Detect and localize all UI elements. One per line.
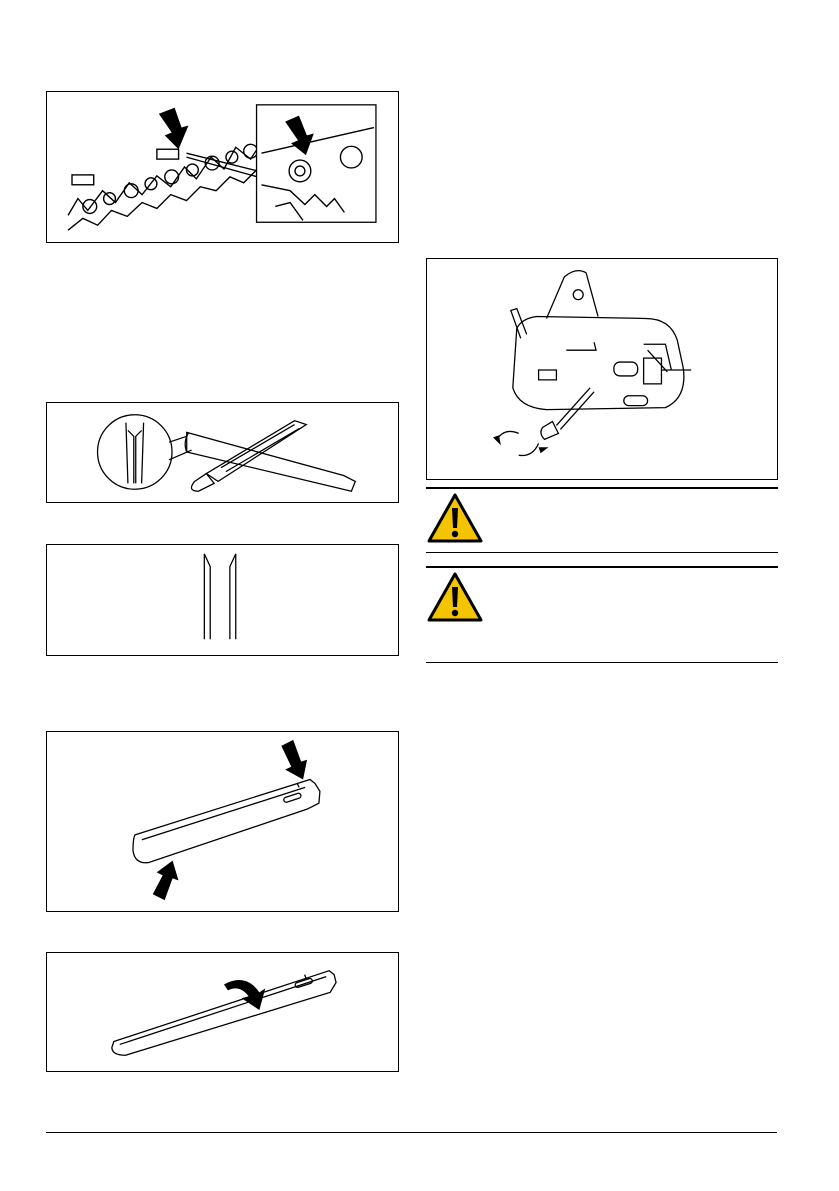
bar-file-illustration [47, 403, 398, 502]
chain-arrow-illustration [47, 92, 398, 242]
warning-rule-top [426, 566, 778, 568]
guide-bar-arrows-illustration [47, 732, 398, 911]
guide-bar-rotate-illustration [47, 953, 398, 1071]
figure-oil-pump-adjust [426, 258, 778, 480]
warning-rule-bottom [426, 662, 778, 663]
figure-chain-drive-link [46, 91, 399, 243]
figure-bar-groove-profile [46, 544, 399, 656]
footer-rule [46, 1132, 777, 1133]
chainsaw-underside-illustration [427, 259, 777, 479]
figure-bar-groove-file [46, 402, 399, 503]
warning-rule-bottom [426, 552, 778, 553]
figure-bar-burr-arrows [46, 731, 399, 912]
groove-profile-illustration [47, 545, 398, 655]
warning-rule-top [426, 487, 778, 489]
warning-triangle-icon [426, 571, 484, 623]
figure-bar-turn [46, 952, 399, 1072]
warning-triangle-icon [426, 492, 484, 544]
